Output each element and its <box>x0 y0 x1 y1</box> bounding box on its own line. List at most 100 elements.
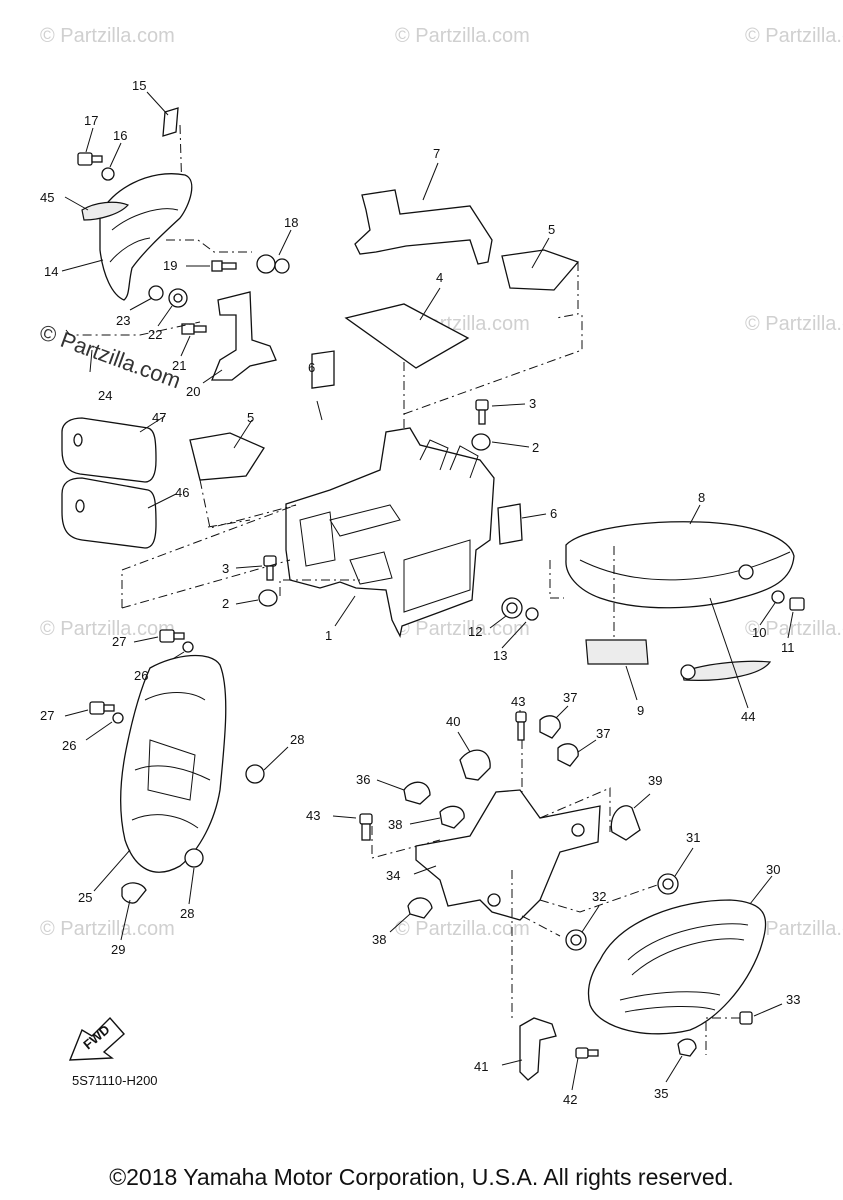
callout-37-bottom: 37 <box>596 726 610 741</box>
callout-34: 34 <box>386 868 400 883</box>
side-cover-8 <box>565 521 795 609</box>
callout-24: 24 <box>98 388 112 403</box>
callout-4: 4 <box>436 270 443 285</box>
callout-9: 9 <box>637 703 644 718</box>
washer-10 <box>771 590 785 604</box>
callout-10: 10 <box>752 625 766 640</box>
watermark: © Partzilla.com <box>395 918 530 940</box>
callout-43-left: 43 <box>306 808 320 823</box>
callout-46: 46 <box>175 485 189 500</box>
bolt-19 <box>211 260 223 272</box>
callout-12: 12 <box>468 624 482 639</box>
callout-20: 20 <box>186 384 200 399</box>
watermark: © Partzilla.com <box>395 25 530 47</box>
holder-18 <box>256 254 276 274</box>
reflector-47 <box>61 417 157 483</box>
clip-29 <box>121 882 147 904</box>
bolt-27-left <box>89 701 105 715</box>
washer-26-top <box>182 641 194 653</box>
callout-11: 11 <box>781 640 795 655</box>
callout-labels: 15 17 16 45 14 18 19 23 22 21 20 24 7 5 … <box>40 78 800 1107</box>
callout-40: 40 <box>446 714 460 729</box>
pad-5 <box>501 249 580 291</box>
callout-17: 17 <box>84 113 98 128</box>
callout-7: 7 <box>433 146 440 161</box>
callout-47: 47 <box>152 410 166 425</box>
clamp-37-bottom <box>557 743 579 767</box>
watermark: © Partzilla.com <box>40 25 175 47</box>
callout-35: 35 <box>654 1086 668 1101</box>
callout-13: 13 <box>493 648 507 663</box>
bolt-42 <box>575 1047 589 1059</box>
bracket-34 <box>415 789 601 921</box>
callout-2-top: 2 <box>532 440 539 455</box>
reflector-46 <box>61 477 157 549</box>
bolt-43-top <box>515 711 527 723</box>
callout-39: 39 <box>648 773 662 788</box>
callout-42: 42 <box>563 1092 577 1107</box>
parts-diagram: © Partzilla.com © Partzilla.com © Partzi… <box>36 25 843 1107</box>
clamp-40 <box>459 749 491 781</box>
battery-case-1 <box>285 427 495 638</box>
callout-44: 44 <box>741 709 755 724</box>
callout-45: 45 <box>40 190 54 205</box>
callout-22: 22 <box>148 327 162 342</box>
bracket-20 <box>211 291 277 381</box>
grommet-28-right <box>245 764 265 784</box>
side-cover-right-group <box>489 504 805 709</box>
callout-5-top: 5 <box>548 222 555 237</box>
screw-33 <box>739 1011 753 1025</box>
callout-16: 16 <box>113 128 127 143</box>
callout-36: 36 <box>356 772 370 787</box>
drawing-code: 5S71110-H200 <box>72 1073 158 1088</box>
callout-15: 15 <box>132 78 146 93</box>
callout-32: 32 <box>592 889 606 904</box>
callout-6-right: 6 <box>550 506 557 521</box>
cover-25 <box>119 654 227 873</box>
cover-25-group <box>64 629 289 941</box>
callout-27-top: 27 <box>112 634 126 649</box>
callout-21: 21 <box>172 358 186 373</box>
emblem-45 <box>81 201 130 221</box>
cover-30 <box>587 899 767 1035</box>
callout-38-mid: 38 <box>388 817 402 832</box>
callout-1: 1 <box>325 628 332 643</box>
grommet-28-bottom <box>184 848 204 868</box>
copyright-notice: ©2018 Yamaha Motor Corporation, U.S.A. A… <box>109 1164 734 1190</box>
bracket-group <box>332 705 783 1091</box>
grommet-2-left <box>258 589 278 607</box>
callout-3-left: 3 <box>222 561 229 576</box>
washer-26-left <box>112 712 124 724</box>
callout-30: 30 <box>766 862 780 877</box>
callout-41: 41 <box>474 1059 488 1074</box>
side-cover-left-group <box>61 91 292 384</box>
callout-18: 18 <box>284 215 298 230</box>
watermark: © Partzilla.com <box>745 918 843 940</box>
callout-29: 29 <box>111 942 125 957</box>
watermark: © Partzilla.com <box>745 313 843 335</box>
pad-5-left <box>189 432 265 481</box>
bolt-27-top <box>159 629 175 643</box>
damper-4 <box>344 303 470 369</box>
watermark: © Partzilla.com <box>40 618 175 640</box>
washer-13 <box>525 607 539 621</box>
callout-5-left: 5 <box>247 410 254 425</box>
bracket-41 <box>519 1017 557 1081</box>
reflectors-group <box>61 415 297 549</box>
callout-31: 31 <box>686 830 700 845</box>
clip-35 <box>677 1038 697 1057</box>
battery-band-7 <box>354 189 493 265</box>
callout-28-bottom: 28 <box>180 906 194 921</box>
callout-26-top: 26 <box>134 668 148 683</box>
fwd-arrow-icon: FWD <box>68 1016 125 1061</box>
clamp-36 <box>403 781 431 805</box>
emblem-44 <box>681 660 772 681</box>
bolt-43-left <box>359 813 373 825</box>
pad-6-right <box>497 503 523 545</box>
callout-38-bottom: 38 <box>372 932 386 947</box>
clamp-38-mid <box>439 805 465 829</box>
battery-box-group <box>121 162 583 638</box>
clamp-38-bottom <box>407 897 433 919</box>
bolt-17 <box>77 152 93 166</box>
screw-11 <box>789 597 805 611</box>
